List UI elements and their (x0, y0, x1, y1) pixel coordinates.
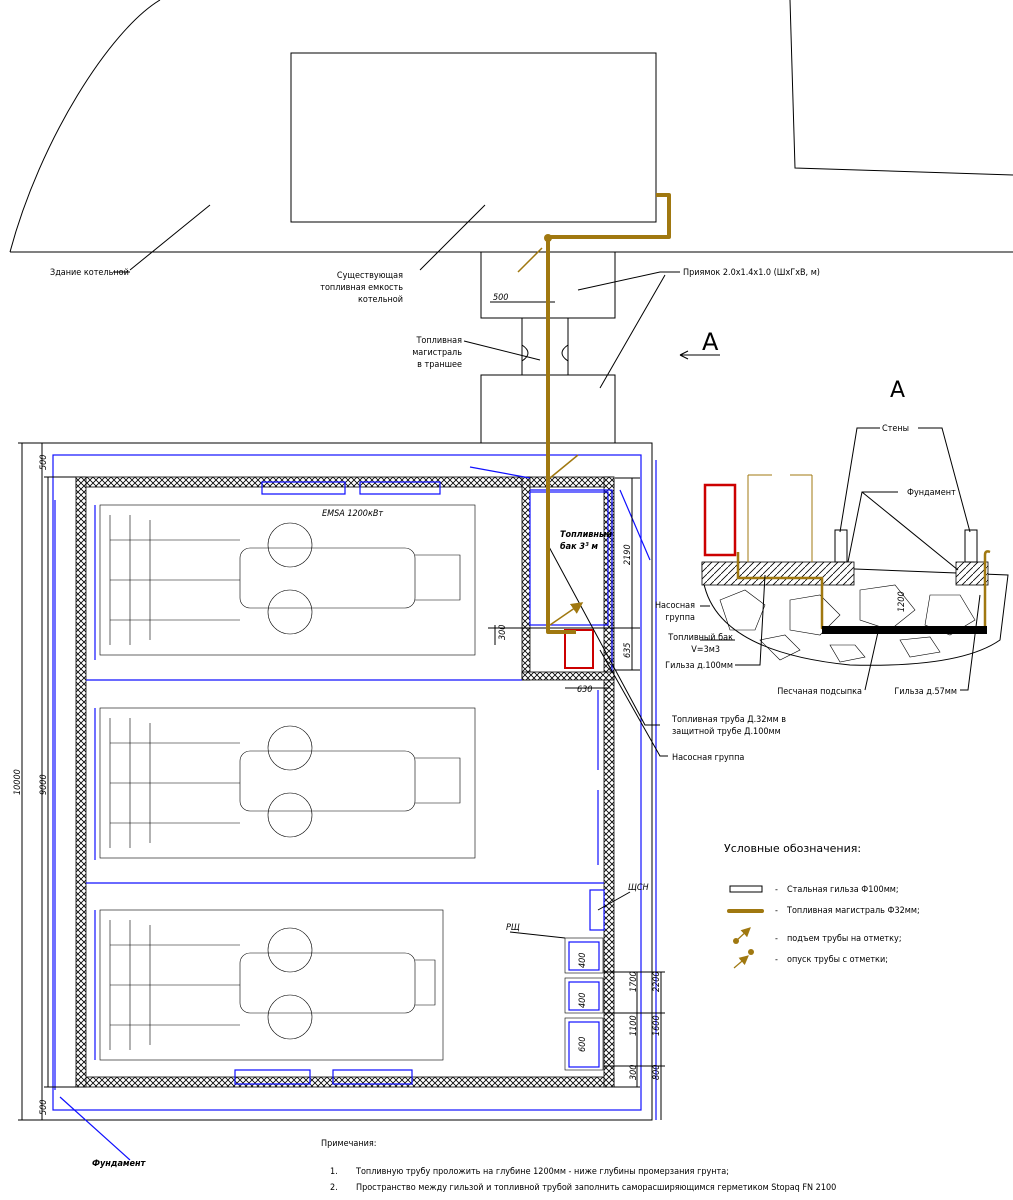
section-title: А (890, 378, 905, 403)
sleeve-100-label: Гильза д.100мм (665, 661, 733, 671)
notes: Примечания: 1. Топливную трубу проложить… (321, 1139, 836, 1193)
notes-title: Примечания: (321, 1139, 377, 1149)
legend-item-3: подъем трубы на отметку; (787, 933, 902, 944)
sleeve-57-label: Гильза д.57мм (894, 687, 957, 697)
rsh-cabinets (564, 937, 604, 1071)
generator-1 (99, 504, 476, 656)
legend-sleeve-symbol (729, 885, 763, 893)
foundation-blue-outline (52, 454, 642, 1111)
legend-rise-symbol (733, 927, 751, 944)
pit-label: Приямок 2.0х1.4х1.0 (ШхГхВ, м) (683, 268, 820, 278)
section-tank-label-2: V=3м3 (691, 645, 720, 655)
existing-fuel-tank (290, 52, 657, 223)
cab-dim-2: 400 (578, 993, 588, 1008)
legend-drop-symbol (733, 949, 754, 969)
foundation-outline (41, 442, 653, 1121)
section-pump-label-2: группа (665, 613, 695, 623)
section-marker: А (702, 328, 719, 356)
dim-10000: 10000 (13, 769, 23, 795)
note-2-num: 2. (330, 1183, 338, 1193)
dim-2190: 2190 (623, 544, 633, 565)
existing-tank-label-2: топливная емкость (320, 283, 403, 293)
pump-group-label: Насосная группа (672, 753, 744, 763)
boiler-building (9, 0, 1013, 271)
legend-dash-4: - (775, 955, 778, 965)
generator-2 (99, 707, 476, 859)
dim-300: 300 (498, 625, 508, 640)
dim-500-a: 500 (39, 455, 49, 470)
cab-dim-1: 400 (578, 953, 588, 968)
section-pump-label-1: Насосная (655, 601, 695, 611)
fuel-main-label-2: магистраль (412, 348, 462, 358)
existing-tank-label-1: Существующая (337, 271, 403, 281)
note-2-text: Пространство между гильзой и топливной т… (356, 1182, 836, 1193)
section-a: А Стены Фундамент Насосная группа Топлив… (655, 378, 1009, 697)
shsn-cabinet (589, 889, 605, 931)
legend-item-1: Стальная гильза Ф100мм; (787, 885, 899, 895)
fuel-tank (529, 491, 609, 626)
legend-dash-2: - (775, 906, 778, 916)
fuel-pipe-label-2: защитной трубе Д.100мм (672, 726, 781, 737)
note-1-num: 1. (330, 1167, 338, 1177)
section-arrow (679, 350, 720, 360)
generator-3 (99, 909, 444, 1061)
section-pump-group (703, 483, 737, 557)
dim-500-top: 500 (493, 293, 508, 303)
dim-9000: 9000 (39, 774, 49, 795)
dim-500-b: 500 (39, 1100, 49, 1115)
generator-label: EMSA 1200кВт (322, 509, 383, 519)
shsn-label: ЩСН (628, 883, 649, 893)
rsh-label: РЩ (506, 923, 520, 933)
section-tank-label-1: Топливный бак (667, 632, 733, 643)
legend-title: Условные обозначения: (724, 842, 861, 855)
legend: Условные обозначения: - - - - Стальная г… (724, 842, 920, 969)
foundation-label: Фундамент (92, 1159, 147, 1169)
pipe-rise-arrows (517, 247, 582, 626)
fuel-main-label-1: Топливная (415, 336, 462, 346)
right-dim-a-1: 1700 (629, 971, 639, 992)
fuel-pipe-label-1: Топливная труба Д.32мм в (671, 714, 786, 725)
dim-630: 630 (577, 685, 592, 695)
existing-tank-label-3: котельной (358, 295, 403, 305)
right-dim-a-3: 300 (629, 1065, 639, 1080)
pump-group (564, 629, 594, 669)
sand-label: Песчаная подсыпка (777, 687, 862, 697)
legend-item-2: Топливная магистраль Ф32мм; (786, 906, 920, 916)
section-depth: 1200 (897, 591, 907, 612)
fuel-tank-label-2: бак 3³ м (560, 541, 598, 552)
right-dim-b-1: 2200 (652, 971, 662, 992)
section-foundation-label: Фундамент (907, 488, 956, 498)
fuel-tank-label-1: Топливный (560, 530, 612, 540)
fuel-main-pipe (546, 193, 671, 634)
right-dim-b-2: 1600 (652, 1015, 662, 1036)
dim-635: 635 (623, 643, 633, 658)
cab-dim-3: 600 (578, 1037, 588, 1052)
right-dim-a-2: 1100 (629, 1015, 639, 1036)
note-1-text: Топливную трубу проложить на глубине 120… (355, 1166, 729, 1177)
right-dim-b-3: 800 (652, 1065, 662, 1080)
legend-dash-3: - (775, 934, 778, 944)
legend-item-4: опуск трубы с отметки; (787, 954, 888, 965)
legend-dash-1: - (775, 885, 778, 895)
container-walls (75, 476, 615, 1088)
boiler-building-label: Здание котельной (50, 268, 129, 278)
fuel-main-label-3: в траншее (417, 360, 462, 370)
walls-label: Стены (882, 424, 909, 434)
